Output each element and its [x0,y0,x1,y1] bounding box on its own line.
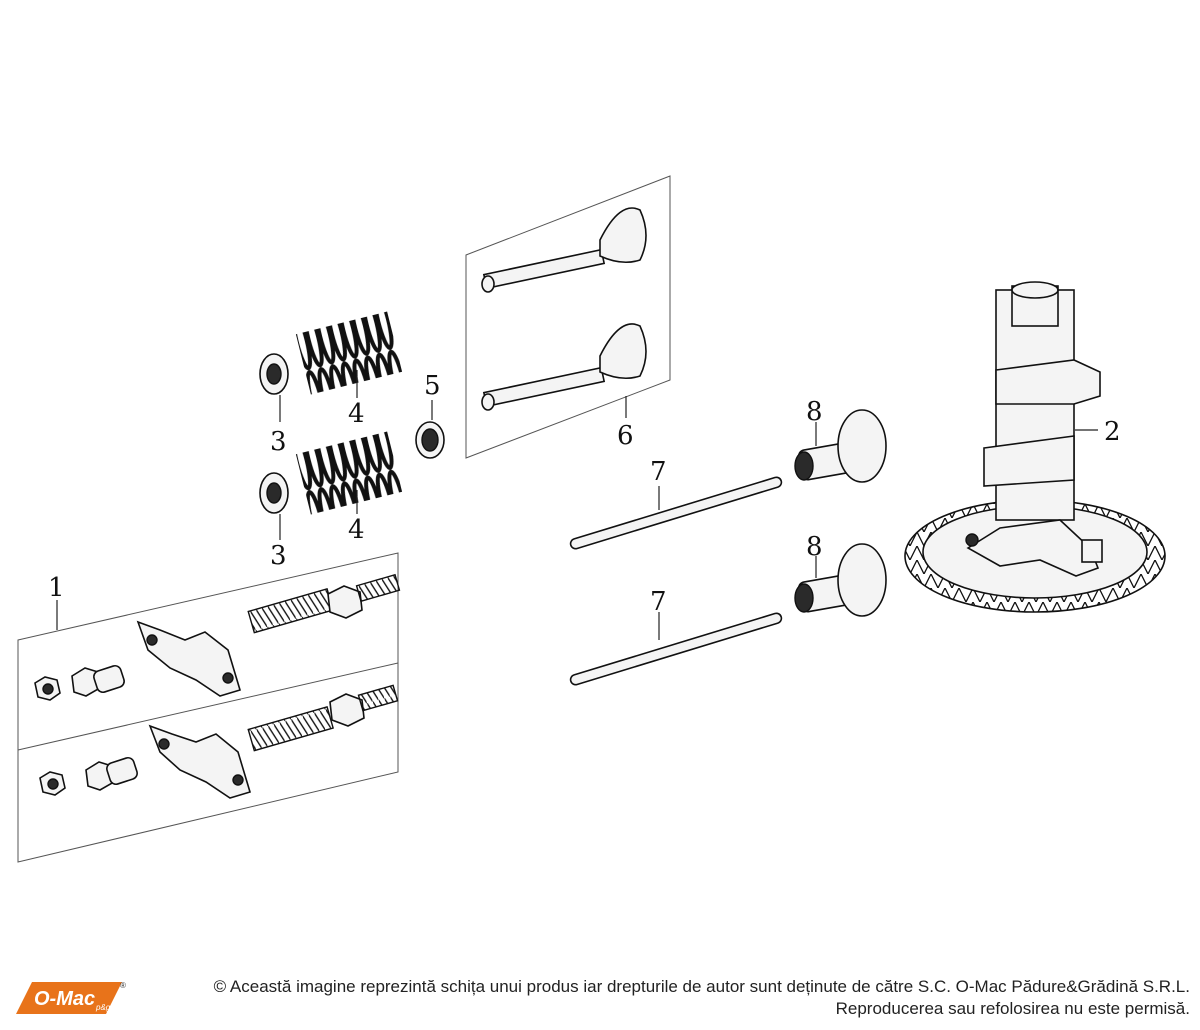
rocker-pivot [158,738,170,750]
camshaft-assembly: 2 [904,281,1166,613]
logo-sub: p&g [95,1003,111,1012]
callout-7b: 7 [650,587,667,617]
decompressor-weight [1081,539,1103,563]
valve-lifters: 8 8 [794,397,887,617]
logo-banner [16,982,122,1014]
valves-kit: 6 [465,175,671,459]
rocker-pivot [146,634,158,646]
valve-head [599,323,647,380]
lifter-lower-bore [794,583,814,613]
valve-upper [481,207,647,293]
exploded-parts-diagram: 1 3 3 4 4 5 [17,175,1166,863]
valve-head [599,207,647,264]
nut-sleeve [93,664,125,694]
rocker-arm [136,620,241,697]
copyright-notice: © Această imagine reprezintă schița unui… [130,976,1190,1020]
nut-hole [42,683,54,695]
push-rods: 7 7 [569,457,783,686]
lifter-lower-foot [837,543,887,617]
decompressor-lever [966,519,1100,577]
retainer-upper-hole [266,363,282,385]
rocker-arm [148,724,251,799]
valve-retainers: 3 3 [259,353,289,571]
stud-hex [327,585,363,619]
callout-2: 2 [1104,417,1121,447]
valves-frame [465,175,671,459]
stud-thread-upper [355,573,401,603]
callout-3a: 3 [270,427,287,457]
camshaft-end [1011,281,1059,299]
logo-text: O-Mac [34,988,95,1010]
callout-8a: 8 [806,397,823,427]
omac-logo: O-Mac p&g ® [16,981,126,1014]
spring-upper [295,311,403,395]
cam-lobe-lower [983,435,1075,487]
stud-thread-lower [247,706,334,752]
kit-divider [17,662,399,751]
copyright-line-2: Reproducerea sau refolosirea nu este per… [835,999,1190,1018]
valve-stem [482,366,606,408]
rocker-set-lower [39,684,399,799]
valve-springs: 4 4 [295,311,403,545]
valve-stem [482,248,606,290]
decompressor-pin [965,533,979,547]
stud-thread-upper [357,684,399,712]
push-rod-lower [569,612,783,686]
copyright-line-1: © Această imagine reprezintă schița unui… [213,977,1190,996]
callout-1: 1 [48,573,65,603]
nut-hole [47,778,59,790]
nut-sleeve [106,756,138,786]
callout-5: 5 [424,371,441,401]
stud-hex [329,693,365,727]
push-rod-upper [569,476,783,550]
callout-4b: 4 [348,515,365,545]
valve-lower [481,323,647,411]
rocker-arm-kit: 1 [17,552,401,863]
rocker-tip [232,774,244,786]
spring-lower [295,431,403,515]
lifter-upper-foot [837,409,887,483]
rocker-set-upper [34,573,401,701]
callout-6: 6 [617,421,634,451]
retainer-lower-hole [266,482,282,504]
valve-tip [481,275,495,293]
kit-frame [17,552,399,863]
rocker-tip [222,672,234,684]
valve-tip [481,393,495,411]
callout-3b: 3 [270,541,287,571]
valve-stem-seal: 5 [415,371,445,459]
callout-7a: 7 [650,457,667,487]
seal-core [421,428,439,452]
lifter-upper-bore [794,451,814,481]
cam-lobe-upper [995,359,1101,405]
stud-thread-lower [247,588,334,634]
footer: O-Mac p&g ® © Această imagine reprezintă… [0,968,1200,1030]
logo-registered-mark: ® [120,981,126,990]
callout-4a: 4 [348,399,365,429]
callout-8b: 8 [806,532,823,562]
